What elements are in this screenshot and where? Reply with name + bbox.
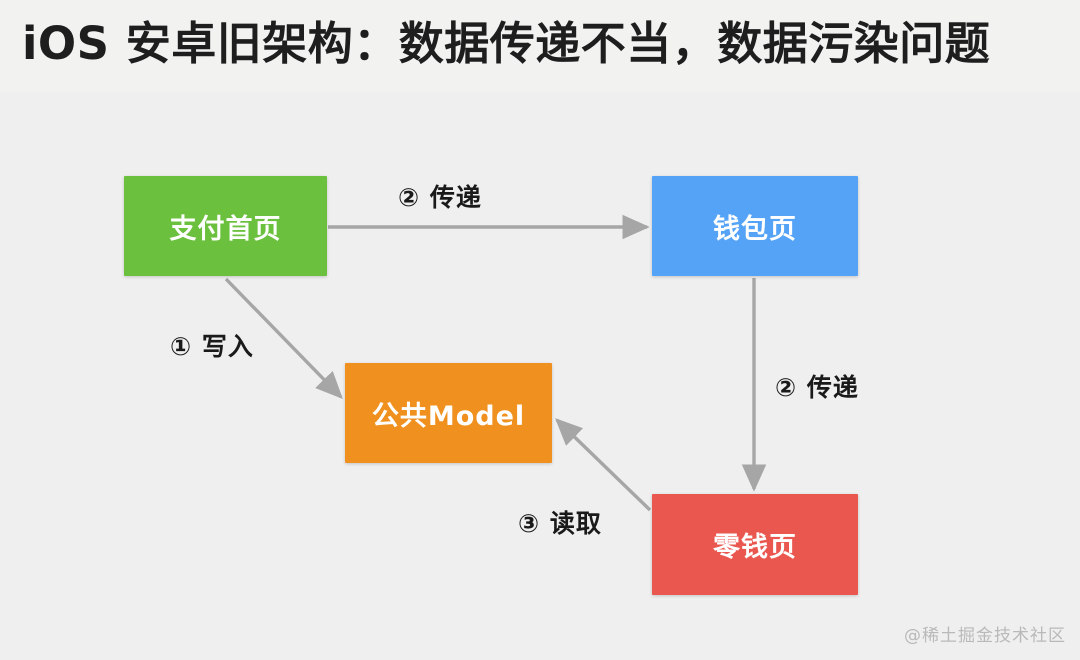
watermark: @稀土掘金技术社区 <box>904 626 1066 646</box>
node-public-model[interactable]: 公共Model <box>345 363 552 463</box>
node-change-label: 零钱页 <box>713 532 797 563</box>
edge-label-pay-to-wallet: ② 传递 <box>398 183 482 212</box>
node-public-model-label: 公共Model <box>371 400 526 432</box>
edge-label-change-to-model: ③ 读取 <box>518 509 602 538</box>
node-wallet[interactable]: 钱包页 <box>652 176 858 276</box>
edge-label-pay-to-model: ① 写入 <box>170 332 254 361</box>
node-change[interactable]: 零钱页 <box>652 494 858 595</box>
title-band <box>0 0 1080 92</box>
node-pay-home-label: 支付首页 <box>169 213 282 245</box>
node-pay-home[interactable]: 支付首页 <box>124 176 327 276</box>
edge-label-wallet-to-change: ② 传递 <box>775 373 859 402</box>
page-title: iOS 安卓旧架构：数据传递不当，数据污染问题 <box>22 17 991 70</box>
node-wallet-label: 钱包页 <box>713 213 797 245</box>
